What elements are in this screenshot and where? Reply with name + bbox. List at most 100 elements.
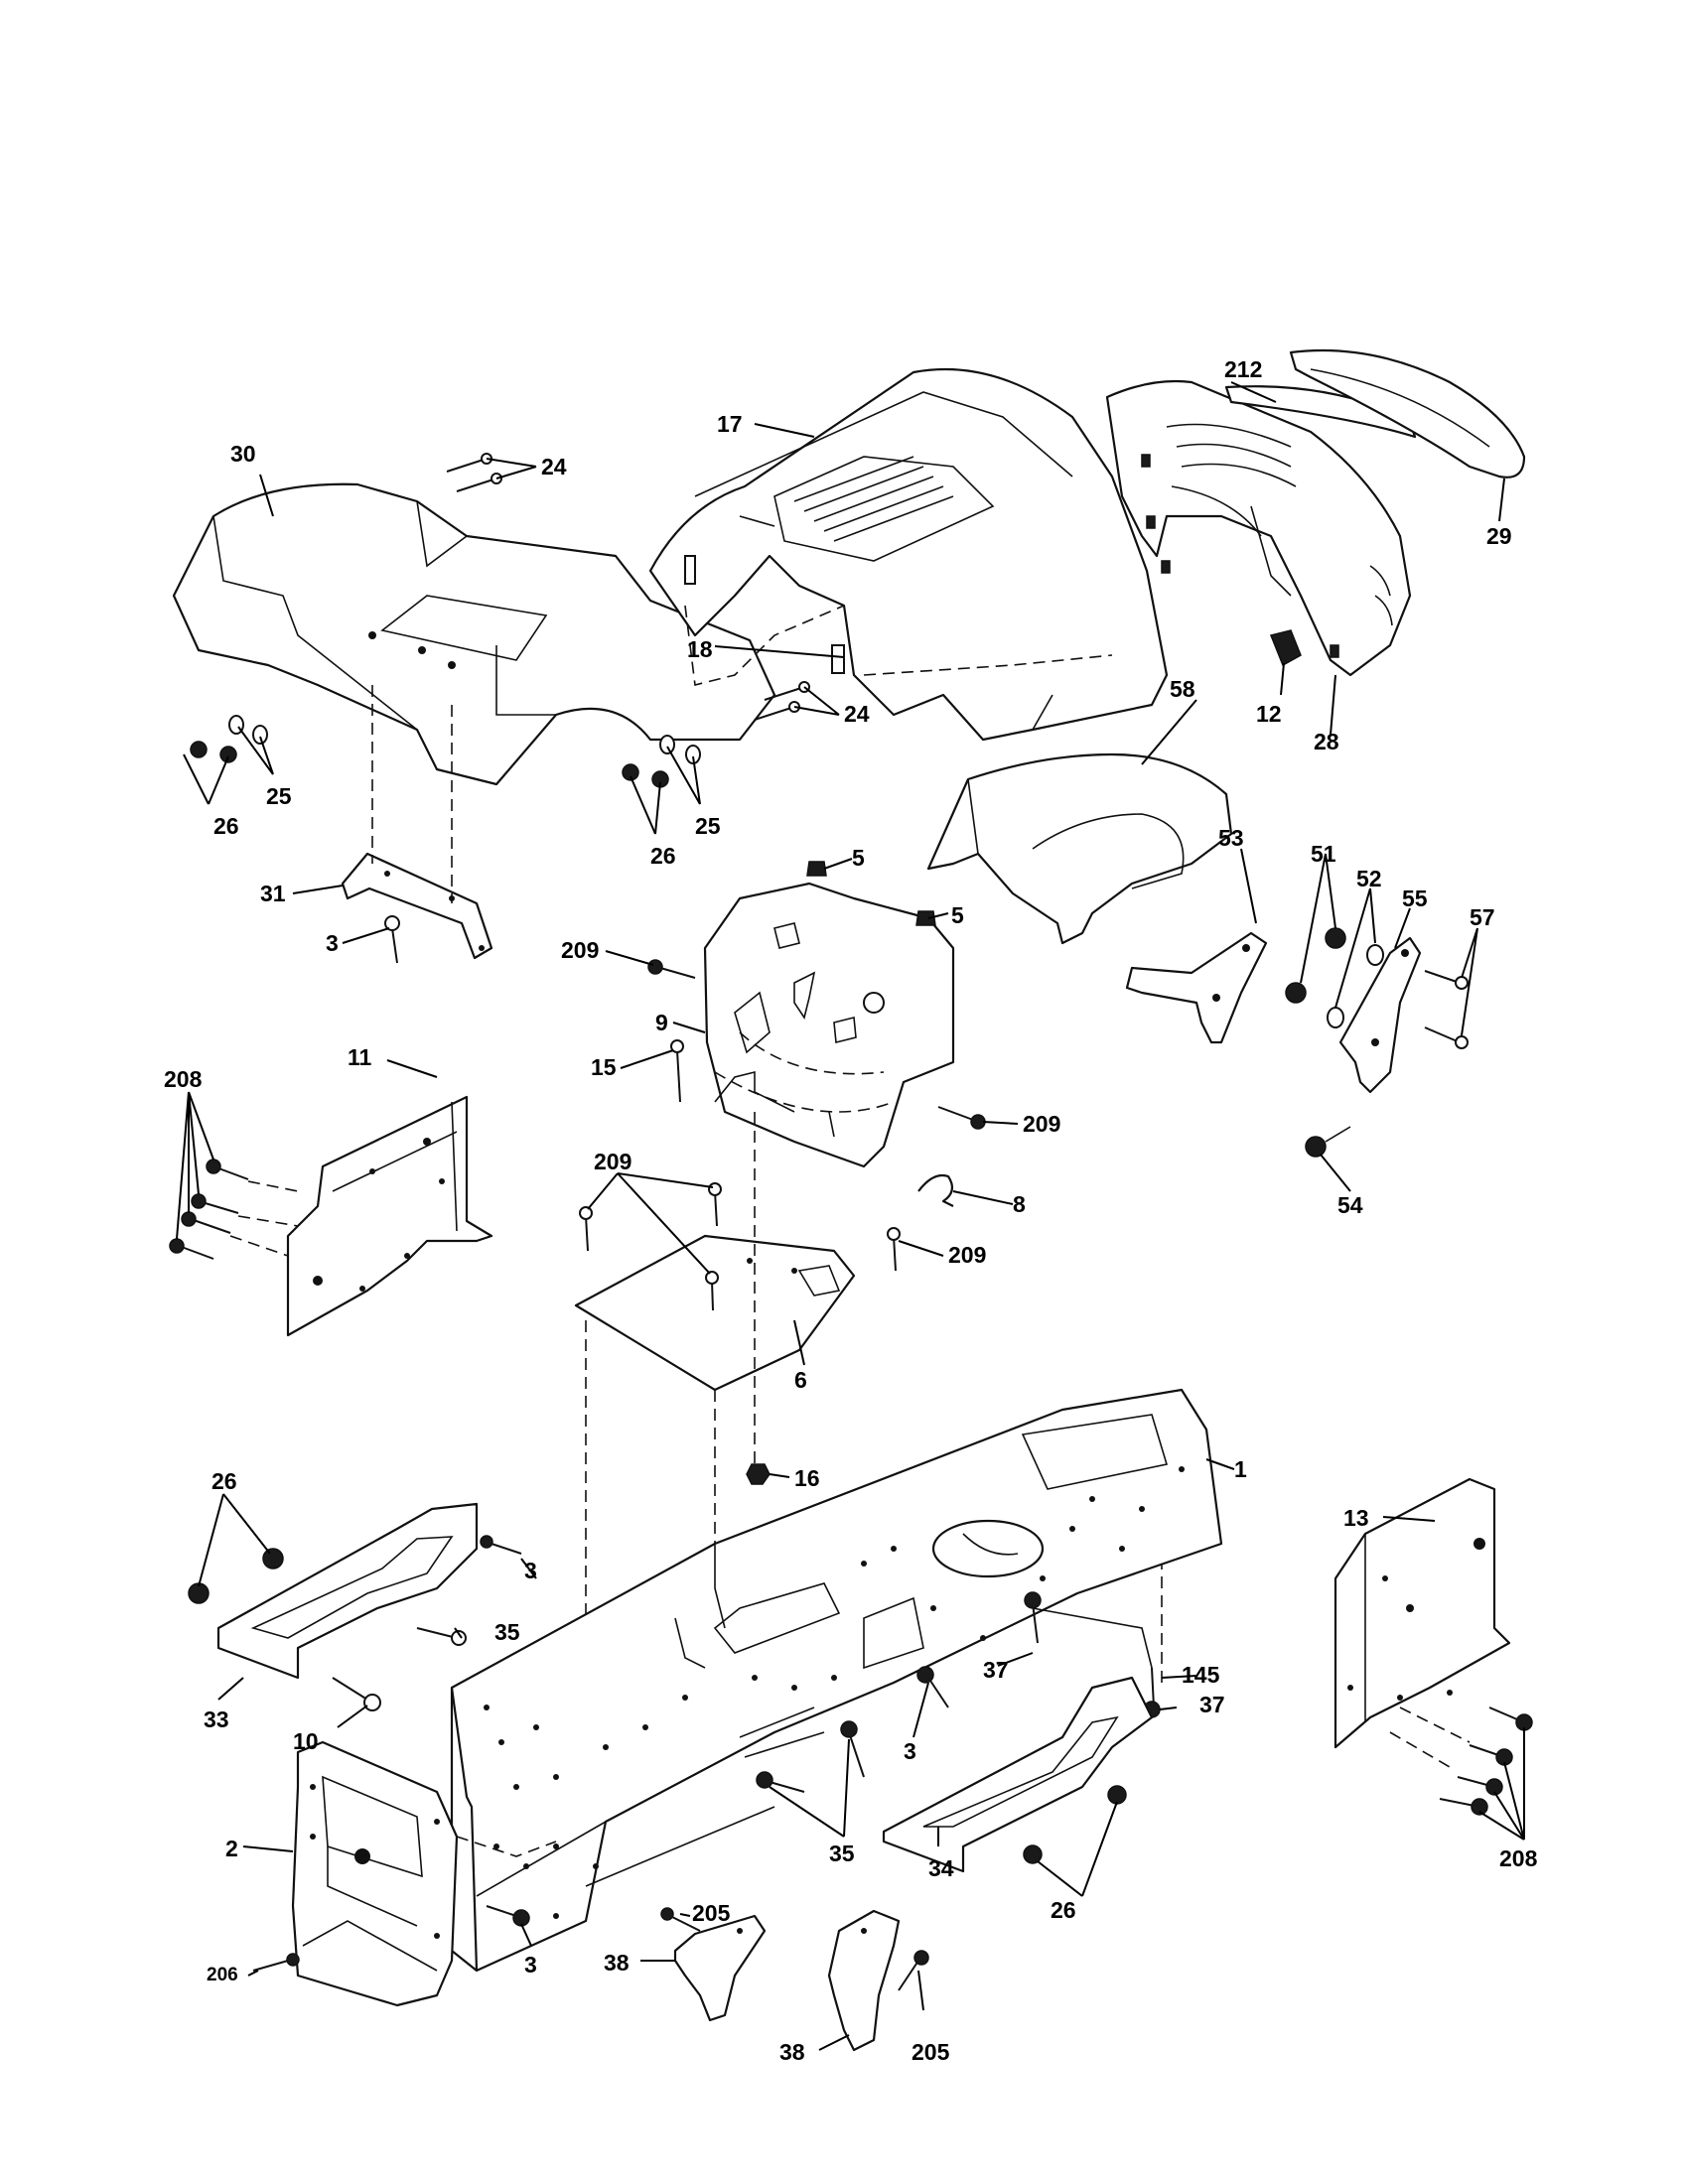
callout-11: 11 xyxy=(348,1044,372,1070)
callout-2: 2 xyxy=(225,1836,238,1861)
part-53-bracket xyxy=(1125,931,1268,1044)
bolt-209-dash-right xyxy=(937,1106,986,1130)
hardware-25-26-left xyxy=(190,715,268,763)
callout-26-left: 26 xyxy=(213,813,239,839)
callout-37-upper: 37 xyxy=(983,1657,1009,1683)
callout-18: 18 xyxy=(687,636,713,662)
part-54-knob xyxy=(1305,1126,1351,1158)
callout-145: 145 xyxy=(1182,1662,1220,1688)
hardware-25-26-right xyxy=(622,735,701,788)
part-8-clip xyxy=(917,1173,954,1207)
callout-3-bracket: 3 xyxy=(524,1952,537,1978)
part-30-fender xyxy=(172,482,776,786)
hardware-52-washers xyxy=(1327,944,1384,1028)
bolts-35-frame xyxy=(756,1720,865,1793)
callout-1: 1 xyxy=(1234,1456,1247,1482)
part-29-headlight xyxy=(1289,348,1526,478)
part-11-panel xyxy=(286,1095,493,1337)
callout-208-left: 208 xyxy=(164,1066,203,1092)
part-2-bracket xyxy=(291,1740,459,2007)
part-31-bracket xyxy=(341,852,493,960)
callout-3-frame: 3 xyxy=(904,1738,916,1764)
callout-6: 6 xyxy=(794,1367,807,1393)
callout-54: 54 xyxy=(1337,1192,1363,1218)
part-17-hood xyxy=(648,367,1169,742)
callout-26-footrest-right: 26 xyxy=(1051,1897,1076,1923)
callout-38-left: 38 xyxy=(604,1950,630,1976)
callout-30: 30 xyxy=(230,441,256,467)
callout-3-footrest: 3 xyxy=(524,1558,537,1583)
callout-25-left: 25 xyxy=(266,783,292,809)
callout-35-frame: 35 xyxy=(829,1841,855,1866)
callout-13: 13 xyxy=(1343,1505,1369,1531)
callout-38-right: 38 xyxy=(779,2039,805,2065)
part-34-footrest xyxy=(882,1676,1154,1873)
callout-205-right: 205 xyxy=(912,2039,950,2065)
callout-52: 52 xyxy=(1356,866,1382,891)
part-38-bracket-right xyxy=(827,1909,901,2052)
bolt-205-left xyxy=(660,1907,701,1932)
callout-29: 29 xyxy=(1486,523,1512,549)
callout-10: 10 xyxy=(293,1728,319,1754)
callout-16: 16 xyxy=(794,1465,820,1491)
bolt-3-footrest xyxy=(480,1535,522,1555)
callout-15: 15 xyxy=(591,1054,617,1080)
callout-208-right: 208 xyxy=(1499,1845,1538,1871)
callout-209-dash-right: 209 xyxy=(1023,1111,1060,1137)
callout-53: 53 xyxy=(1218,825,1244,851)
hardware-57-bolts xyxy=(1424,970,1469,1049)
hardware-51-nuts xyxy=(1285,927,1346,1004)
bolt-3-frame xyxy=(916,1666,949,1708)
part-1-frame xyxy=(450,1388,1223,1973)
callout-5-right: 5 xyxy=(951,902,964,928)
part-145-rod xyxy=(1032,1607,1153,1669)
part-28-grille xyxy=(1105,379,1412,677)
callout-57: 57 xyxy=(1470,904,1495,930)
callout-58: 58 xyxy=(1170,676,1195,702)
callout-5-left: 5 xyxy=(852,845,865,871)
bolt-3-upper xyxy=(384,915,400,964)
hardware-26-nuts-right xyxy=(1023,1785,1127,1864)
callout-34: 34 xyxy=(928,1855,954,1881)
callout-8: 8 xyxy=(1013,1191,1026,1217)
bolt-35-footrest xyxy=(416,1627,467,1646)
part-12-clip xyxy=(1269,629,1302,667)
callout-24-upper: 24 xyxy=(541,454,567,479)
callout-37-lower: 37 xyxy=(1199,1692,1225,1717)
callout-26-right: 26 xyxy=(650,843,676,869)
part-55-bracket xyxy=(1338,936,1422,1094)
hardware-208-bolts-left xyxy=(169,1159,249,1260)
callout-209-plate-right: 209 xyxy=(948,1242,986,1268)
hardware-24-bolts-lower xyxy=(754,681,810,721)
callout-9: 9 xyxy=(655,1010,668,1035)
callout-3-upper: 3 xyxy=(326,930,339,956)
callout-212: 212 xyxy=(1224,356,1262,382)
callout-205-left: 205 xyxy=(692,1900,731,1926)
bolt-209-dash-left xyxy=(647,959,696,979)
part-5-bumpers xyxy=(806,861,936,926)
bolt-15 xyxy=(670,1039,684,1103)
hardware-26-nuts-left xyxy=(188,1548,284,1604)
part-58-shroud xyxy=(926,752,1233,945)
callout-206: 206 xyxy=(207,1965,238,1985)
callout-51: 51 xyxy=(1311,841,1336,867)
part-16-nut xyxy=(746,1463,771,1485)
callout-12: 12 xyxy=(1256,701,1282,727)
part-9-dash xyxy=(703,882,955,1168)
callout-55: 55 xyxy=(1402,886,1428,911)
callout-209-dash-left: 209 xyxy=(561,937,599,963)
bolt-206 xyxy=(252,1953,300,1972)
callout-33: 33 xyxy=(204,1706,229,1732)
callout-31: 31 xyxy=(260,881,286,906)
leader-lines xyxy=(176,381,1525,2051)
bolt-10 xyxy=(332,1677,381,1711)
callout-26-footrest-left: 26 xyxy=(211,1468,237,1494)
part-33-footrest xyxy=(216,1502,479,1680)
part-13-panel xyxy=(1333,1477,1511,1749)
callout-28: 28 xyxy=(1314,729,1339,754)
callout-24-lower: 24 xyxy=(844,701,870,727)
callout-labels: 17 18 24 24 30 25 26 25 26 31 3 212 29 1… xyxy=(164,356,1538,2065)
callout-209-plate: 209 xyxy=(594,1149,632,1174)
bolts-209-plate xyxy=(579,1182,901,1311)
